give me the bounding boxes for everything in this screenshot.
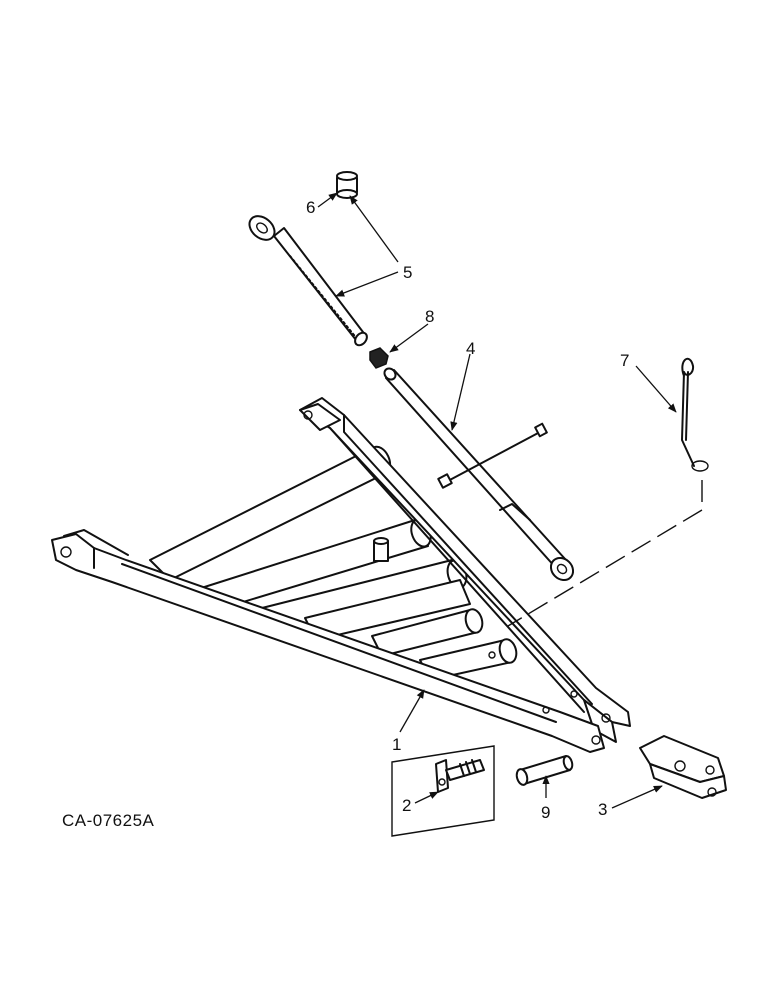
hairpin-clip — [681, 357, 709, 472]
adjustable-strut — [383, 367, 575, 582]
callout-9: 9 — [541, 803, 550, 822]
plate-bolt — [435, 759, 485, 793]
callout-3: 3 — [598, 800, 607, 819]
threaded-rod — [248, 215, 368, 347]
callout-1: 1 — [392, 735, 401, 754]
alignment-line — [507, 480, 703, 627]
callout-labels: 1 2 3 4 5 6 7 8 9 — [306, 198, 629, 822]
callout-4: 4 — [466, 339, 475, 358]
hitch-pin — [515, 755, 574, 786]
hex-nut — [369, 347, 389, 369]
leader-lines — [317, 192, 677, 809]
callout-7: 7 — [620, 351, 629, 370]
a-frame-drawbar — [51, 397, 631, 753]
inset-box — [391, 745, 495, 837]
callout-5: 5 — [403, 263, 412, 282]
right-rail — [299, 397, 631, 743]
callout-8: 8 — [425, 307, 434, 326]
frame-bushing — [373, 537, 389, 562]
callout-6: 6 — [306, 198, 315, 217]
callout-2: 2 — [402, 796, 411, 815]
bushing — [336, 171, 358, 199]
diagram-code: CA-07625A — [62, 811, 155, 830]
hitch-clevis — [639, 735, 727, 799]
left-rail — [51, 529, 605, 753]
